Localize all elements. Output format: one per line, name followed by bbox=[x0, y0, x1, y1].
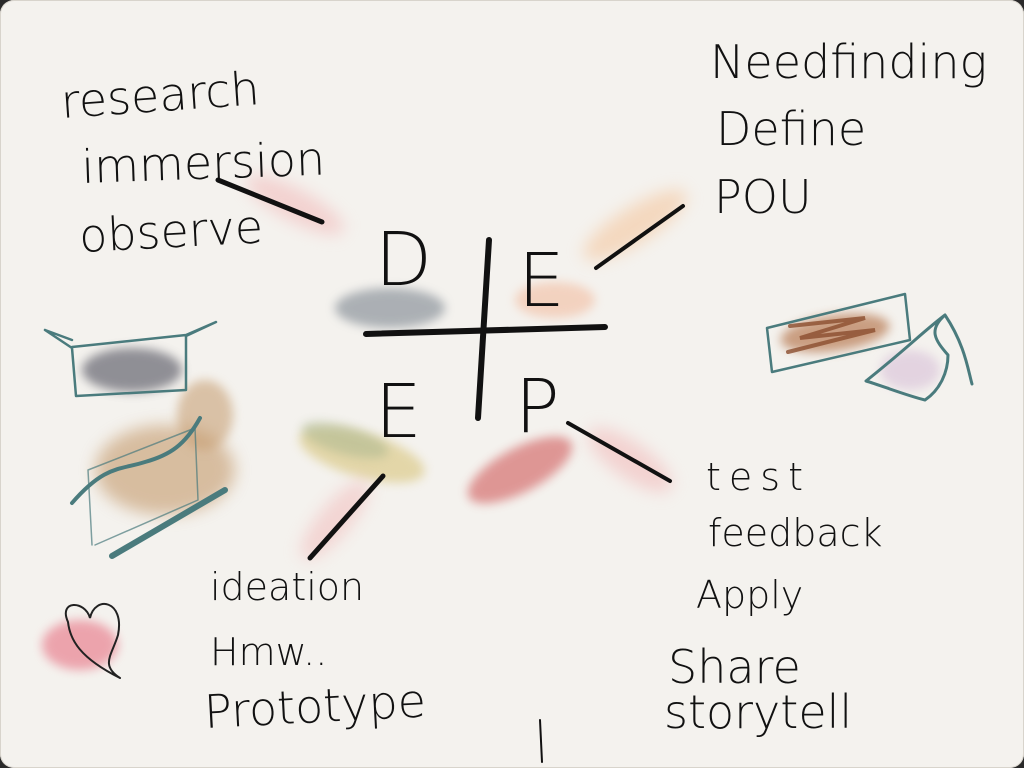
note-define: Define bbox=[716, 102, 866, 156]
wash-pink-heart bbox=[42, 620, 118, 670]
note-bottom-right: test feedback Apply Share storytell bbox=[664, 455, 883, 739]
wash-red-p bbox=[467, 436, 573, 504]
note-share: Share bbox=[668, 640, 801, 694]
center-letter-e-bottom: E bbox=[375, 369, 422, 455]
note-needfinding: Needfinding bbox=[710, 35, 987, 89]
note-apply: Apply bbox=[696, 573, 803, 617]
center-cross bbox=[363, 237, 608, 421]
wash-green-top bbox=[301, 421, 389, 459]
note-hmw: Hmw.. bbox=[210, 630, 327, 674]
note-bottom-left: ideation Hmw.. Prototype bbox=[203, 565, 427, 739]
note-top-left: research immersion observe bbox=[59, 61, 326, 263]
note-pou: POU bbox=[714, 170, 812, 224]
center-letter-p: P bbox=[515, 364, 560, 450]
wash-gray-box bbox=[82, 348, 182, 392]
note-feedback: feedback bbox=[708, 511, 883, 555]
note-research: research bbox=[59, 61, 261, 129]
note-prototype: Prototype bbox=[203, 673, 427, 739]
wash-peach-top-right bbox=[583, 189, 687, 261]
left-landscape-sketch bbox=[70, 416, 228, 559]
center-letter-e-top: E bbox=[518, 238, 565, 324]
wash-pink-bottom-left bbox=[300, 480, 370, 560]
note-observe: observe bbox=[78, 199, 265, 263]
note-test: test bbox=[706, 455, 811, 499]
wash-gray-d bbox=[335, 288, 445, 328]
left-box-sketch bbox=[43, 320, 218, 398]
note-immersion: immersion bbox=[80, 132, 325, 194]
brown-scribble bbox=[786, 316, 876, 354]
heart-icon bbox=[64, 602, 121, 679]
watercolor-washes bbox=[42, 175, 940, 670]
right-sketch bbox=[765, 292, 974, 402]
wash-peach-e bbox=[515, 282, 595, 318]
note-top-right: Needfinding Define POU bbox=[710, 35, 987, 224]
note-storytell: storytell bbox=[664, 685, 852, 739]
connector-lines bbox=[215, 177, 685, 763]
center-letter-d: D bbox=[375, 217, 432, 303]
wash-lavender-right bbox=[880, 350, 940, 390]
note-ideation: ideation bbox=[210, 565, 364, 609]
